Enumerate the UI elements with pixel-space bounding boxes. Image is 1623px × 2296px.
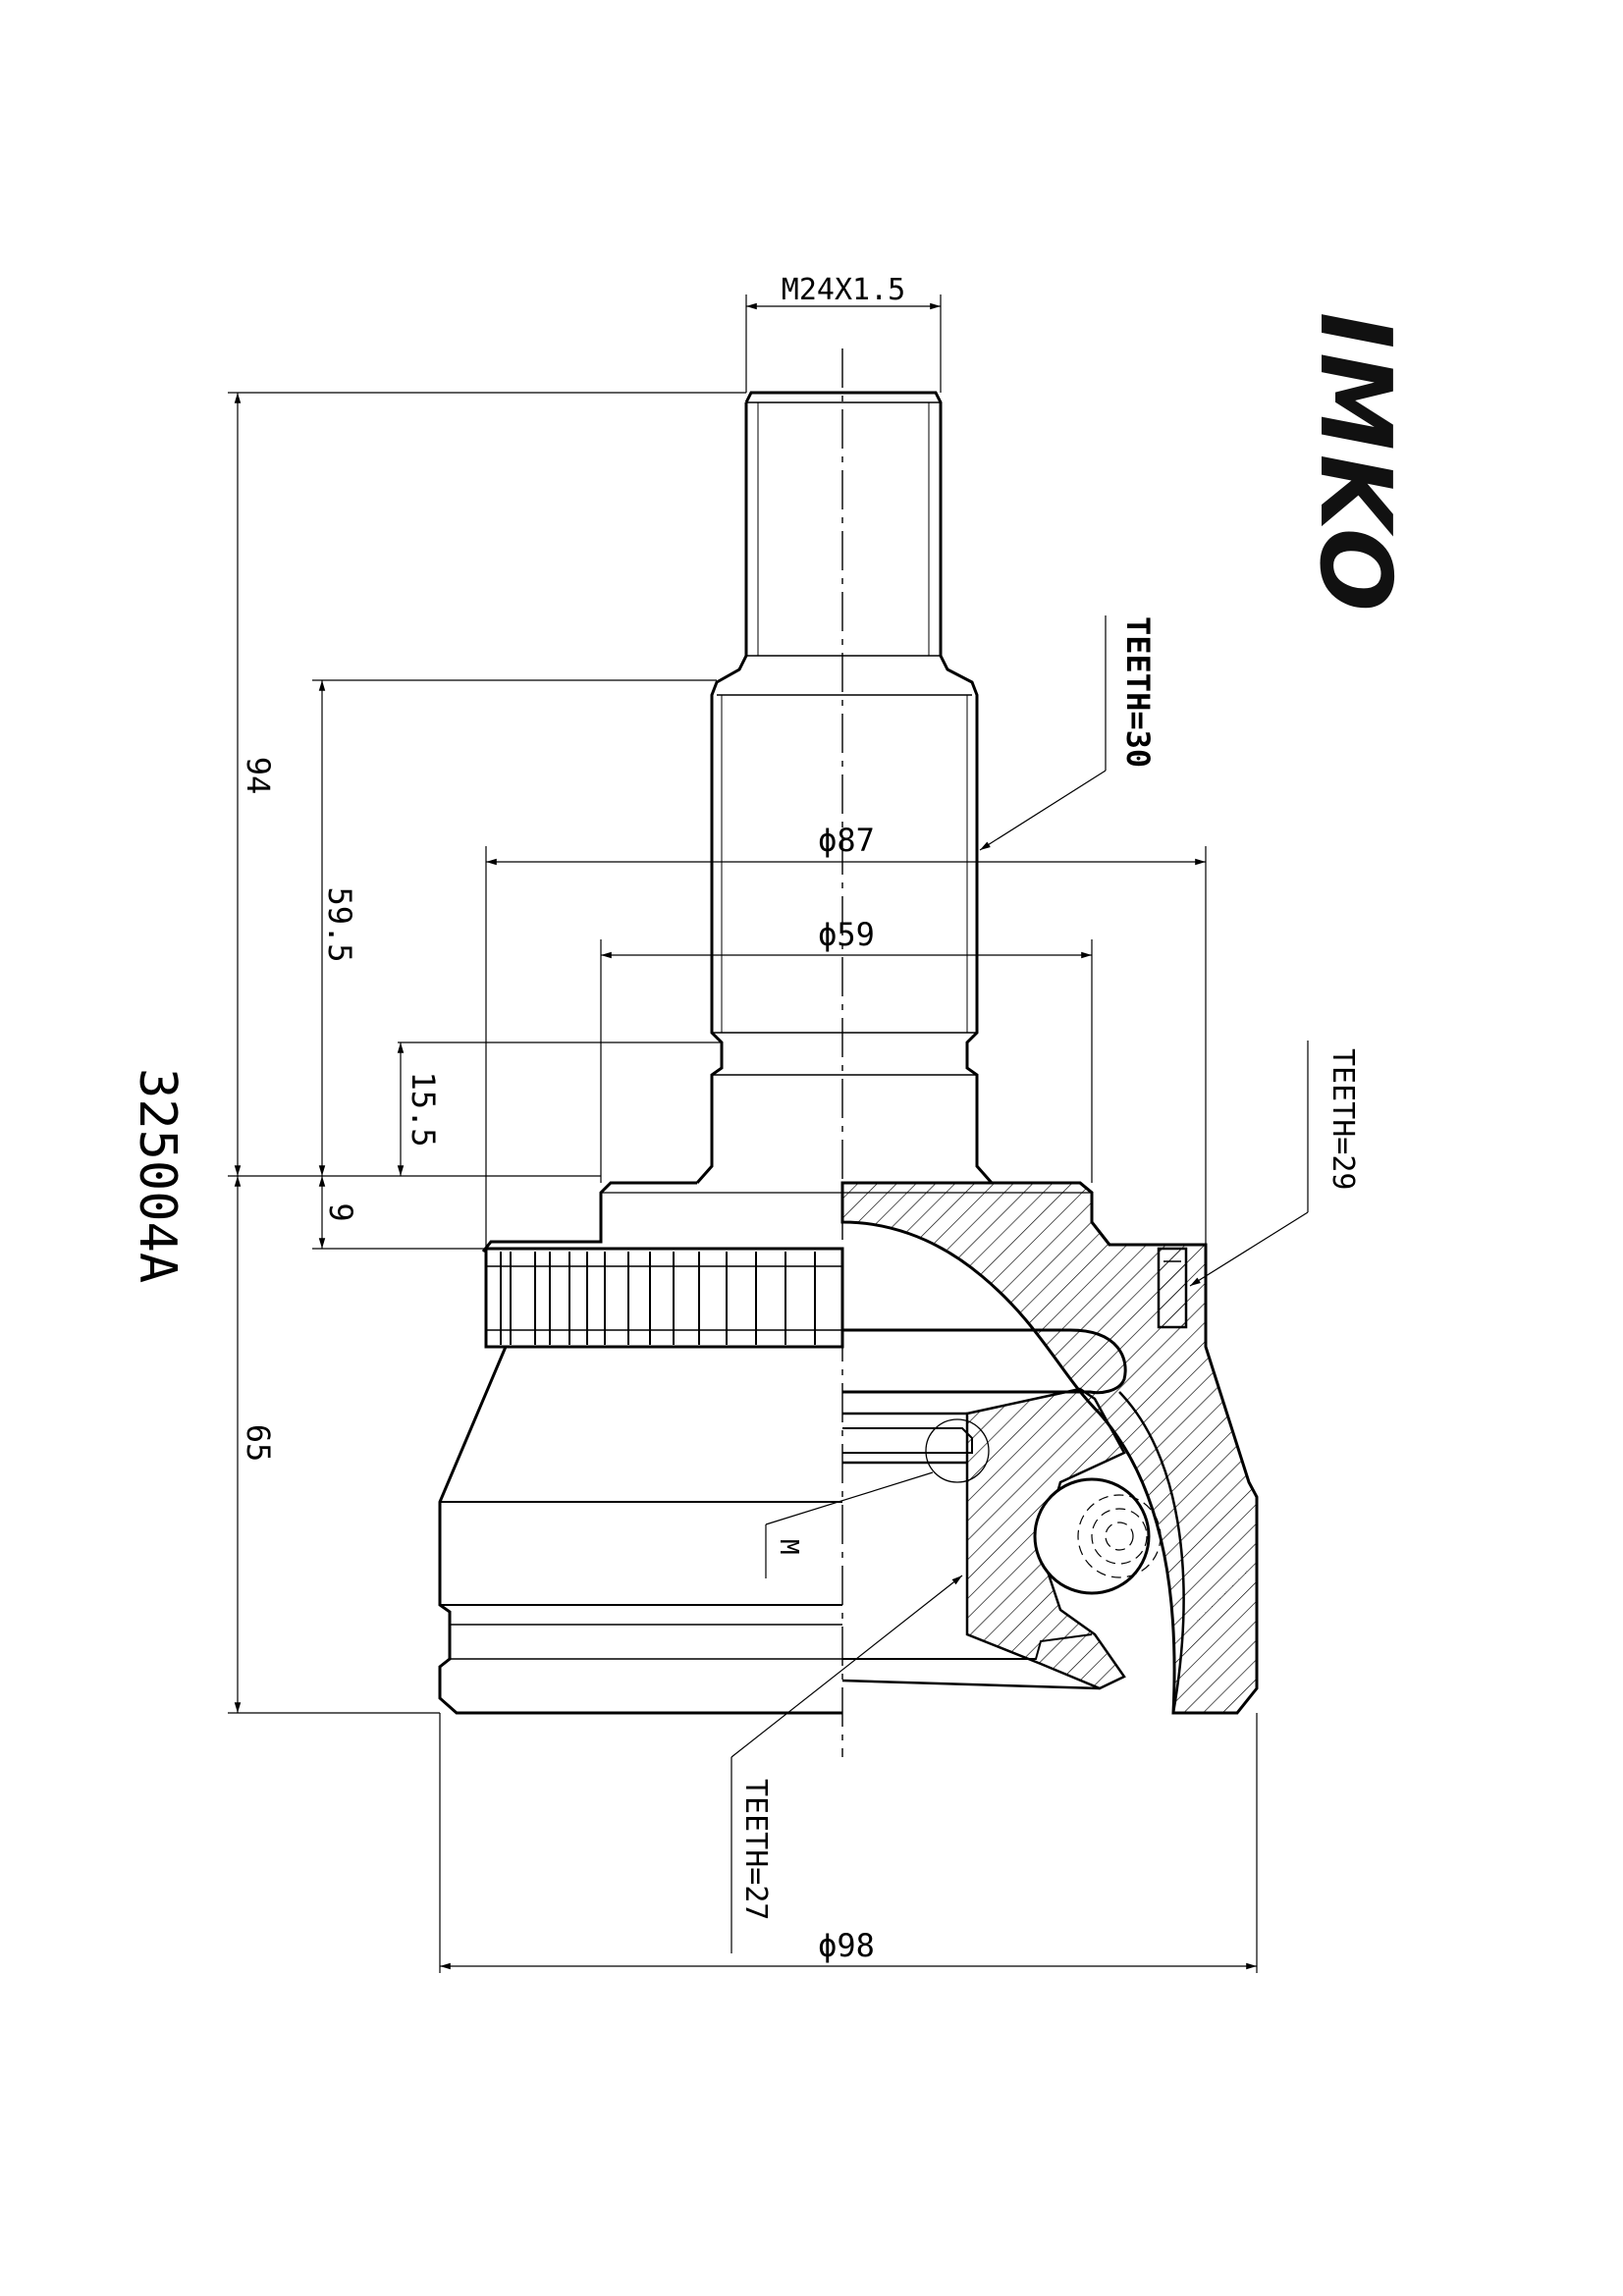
outer-housing: [438, 1346, 842, 1715]
diameter-98-dimension: ϕ98: [439, 1713, 1258, 1973]
abs-ring: [484, 1247, 844, 1349]
teeth-27-callout: TEETH=27: [730, 1575, 963, 1953]
svg-text:9: 9: [322, 1202, 359, 1221]
svg-text:TEETH=27: TEETH=27: [738, 1779, 773, 1921]
spline-length-dimension: 59.5: [312, 679, 717, 1176]
svg-text:ϕ59: ϕ59: [818, 916, 875, 953]
flange-length-dimension: 9: [312, 1176, 486, 1250]
diameter-87-dimension: ϕ87: [485, 822, 1207, 1249]
teeth-30-callout: TEETH=30: [979, 615, 1157, 851]
detail-m-callout: M: [765, 1471, 934, 1578]
housing-length-dimension: 65: [228, 1176, 440, 1714]
housing-section: [840, 1181, 1259, 1715]
svg-text:TEETH=29: TEETH=29: [1325, 1048, 1360, 1191]
collar-length-dimension: 15.5: [397, 1041, 722, 1176]
threaded-stud: [695, 391, 994, 1184]
brand-logo: IMKO: [1298, 312, 1413, 615]
overall-length-dimension: 94: [228, 392, 746, 1177]
thread-dimension: M24X1.5: [745, 273, 942, 393]
svg-text:65: 65: [240, 1424, 277, 1463]
svg-text:TEETH=30: TEETH=30: [1119, 616, 1157, 768]
svg-text:M: M: [774, 1539, 803, 1555]
svg-text:ϕ87: ϕ87: [818, 822, 875, 859]
svg-text:M24X1.5: M24X1.5: [782, 273, 905, 307]
svg-text:15.5: 15.5: [405, 1071, 442, 1147]
part-number: 325004A: [128, 1068, 187, 1283]
svg-text:ϕ98: ϕ98: [818, 1927, 875, 1964]
svg-text:94: 94: [240, 757, 277, 795]
diameter-59-dimension: ϕ59: [600, 916, 1093, 1183]
teeth-29-callout: TEETH=29: [1189, 1041, 1360, 1287]
svg-text:59.5: 59.5: [321, 886, 358, 962]
